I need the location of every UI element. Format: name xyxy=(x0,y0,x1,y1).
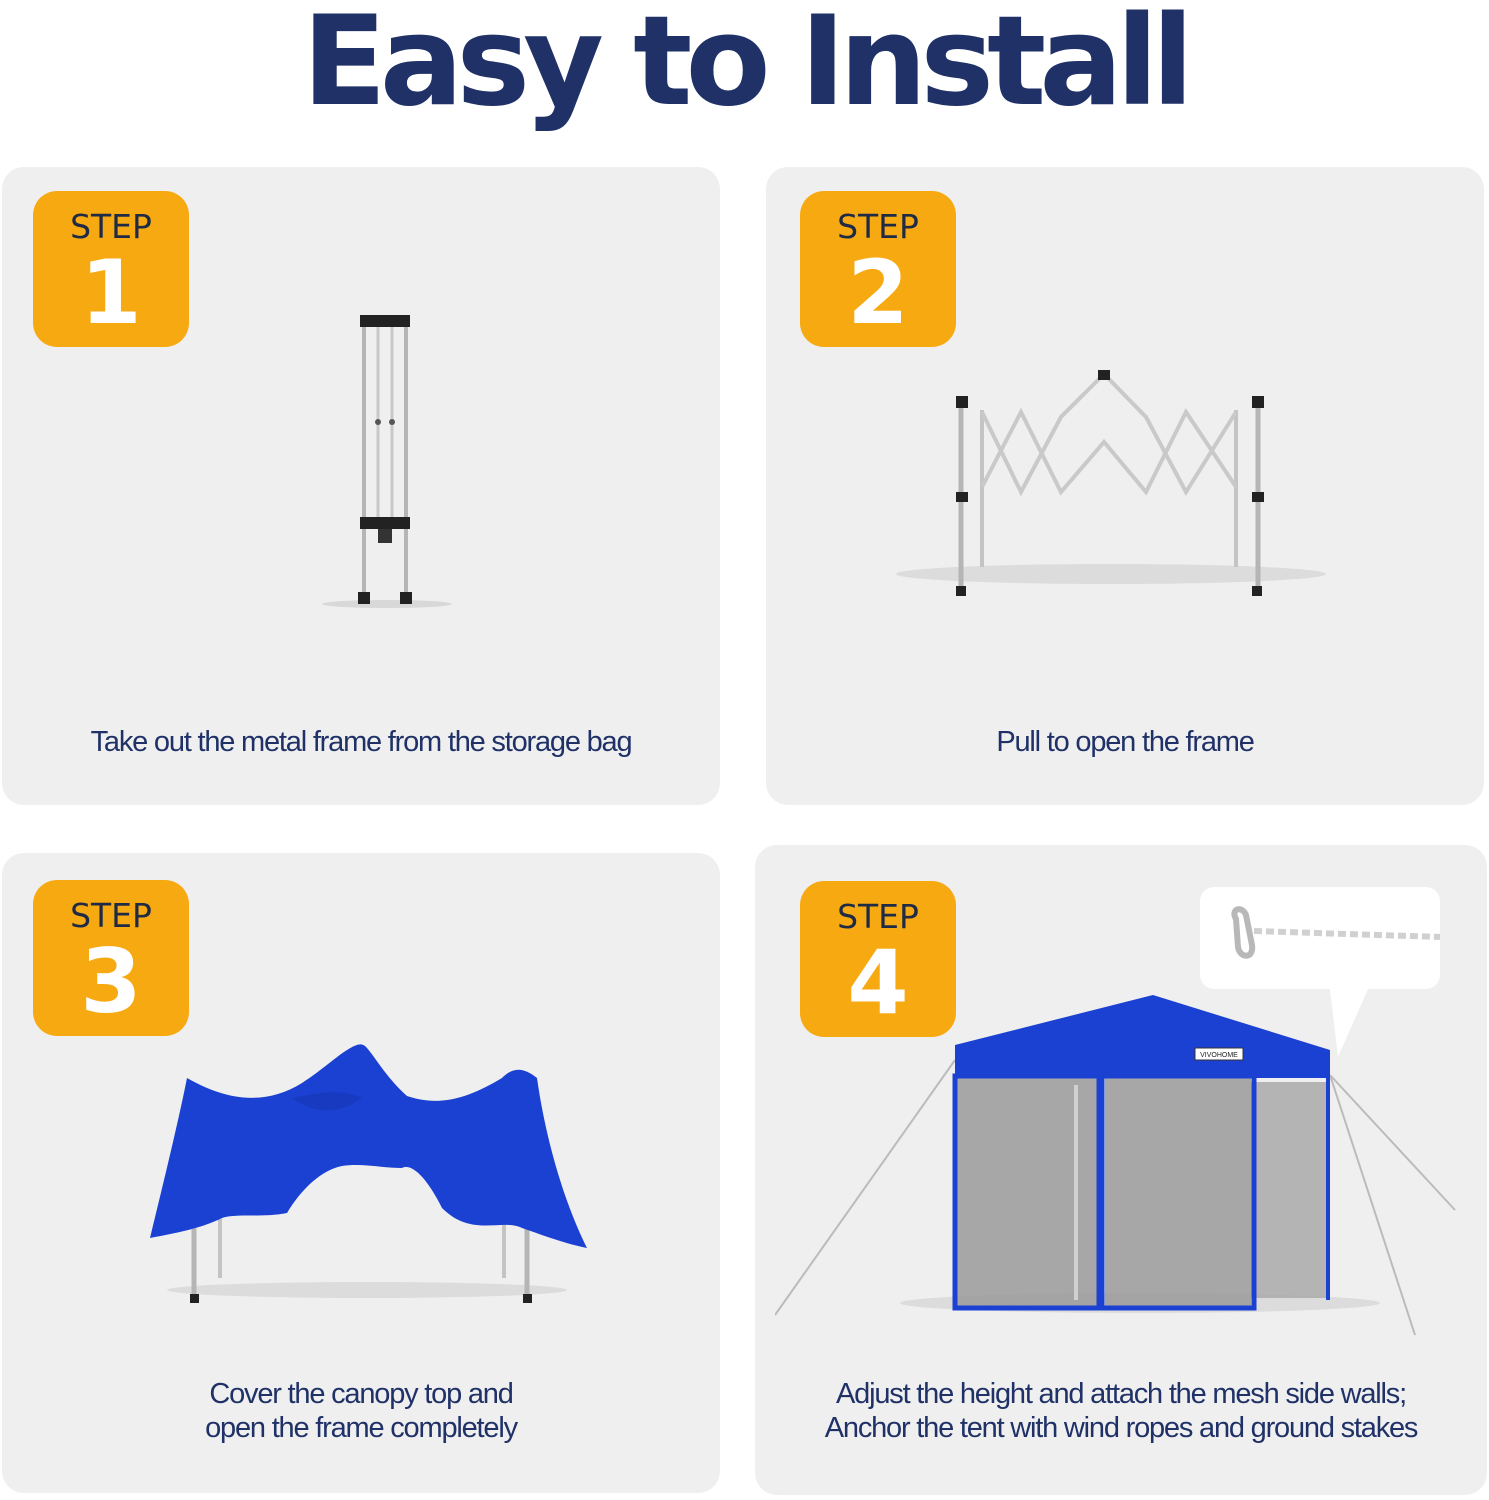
step-4-panel: STEP 4 VIVOHOME Adjust the height and at… xyxy=(755,845,1487,1495)
step-1-panel: STEP 1 Take out the metal frame from the… xyxy=(2,167,720,805)
step-2-label: STEP xyxy=(837,207,919,246)
step-3-number: 3 xyxy=(80,930,142,1033)
step-4-badge: STEP 4 xyxy=(800,881,956,1037)
stake-callout xyxy=(1200,887,1441,1057)
step-2-panel: STEP 2 Pull to open the frame xyxy=(766,167,1484,805)
step-4-label: STEP xyxy=(837,897,919,936)
finished-tent-image: VIVOHOME xyxy=(775,995,1456,1336)
step-3-label: STEP xyxy=(70,896,152,935)
canopy-cover-image xyxy=(150,1044,587,1303)
step-1-badge: STEP 1 xyxy=(33,191,189,347)
expanding-frame-image xyxy=(896,370,1326,596)
step-3-caption-line-1: Cover the canopy top and xyxy=(209,1378,514,1410)
step-4-caption-line-2: Anchor the tent with wind ropes and grou… xyxy=(824,1412,1419,1444)
step-3-panel: STEP 3 Cover the canopy top and open the… xyxy=(2,853,720,1493)
page-title: Easy to Install xyxy=(301,0,1194,134)
step-2-number: 2 xyxy=(847,241,909,344)
step-1-label: STEP xyxy=(70,207,152,246)
step-4-number: 4 xyxy=(847,931,909,1034)
step-1-number: 1 xyxy=(80,241,142,344)
step-3-caption-line-2: open the frame completely xyxy=(205,1412,518,1444)
step-1-caption: Take out the metal frame from the storag… xyxy=(90,726,633,758)
step-3-badge: STEP 3 xyxy=(33,880,189,1036)
step-2-caption: Pull to open the frame xyxy=(996,726,1255,758)
step-2-badge: STEP 2 xyxy=(800,191,956,347)
folded-frame-image xyxy=(322,315,452,608)
brand-tag: VIVOHOME xyxy=(1200,1052,1238,1059)
step-4-caption-line-1: Adjust the height and attach the mesh si… xyxy=(836,1378,1407,1410)
